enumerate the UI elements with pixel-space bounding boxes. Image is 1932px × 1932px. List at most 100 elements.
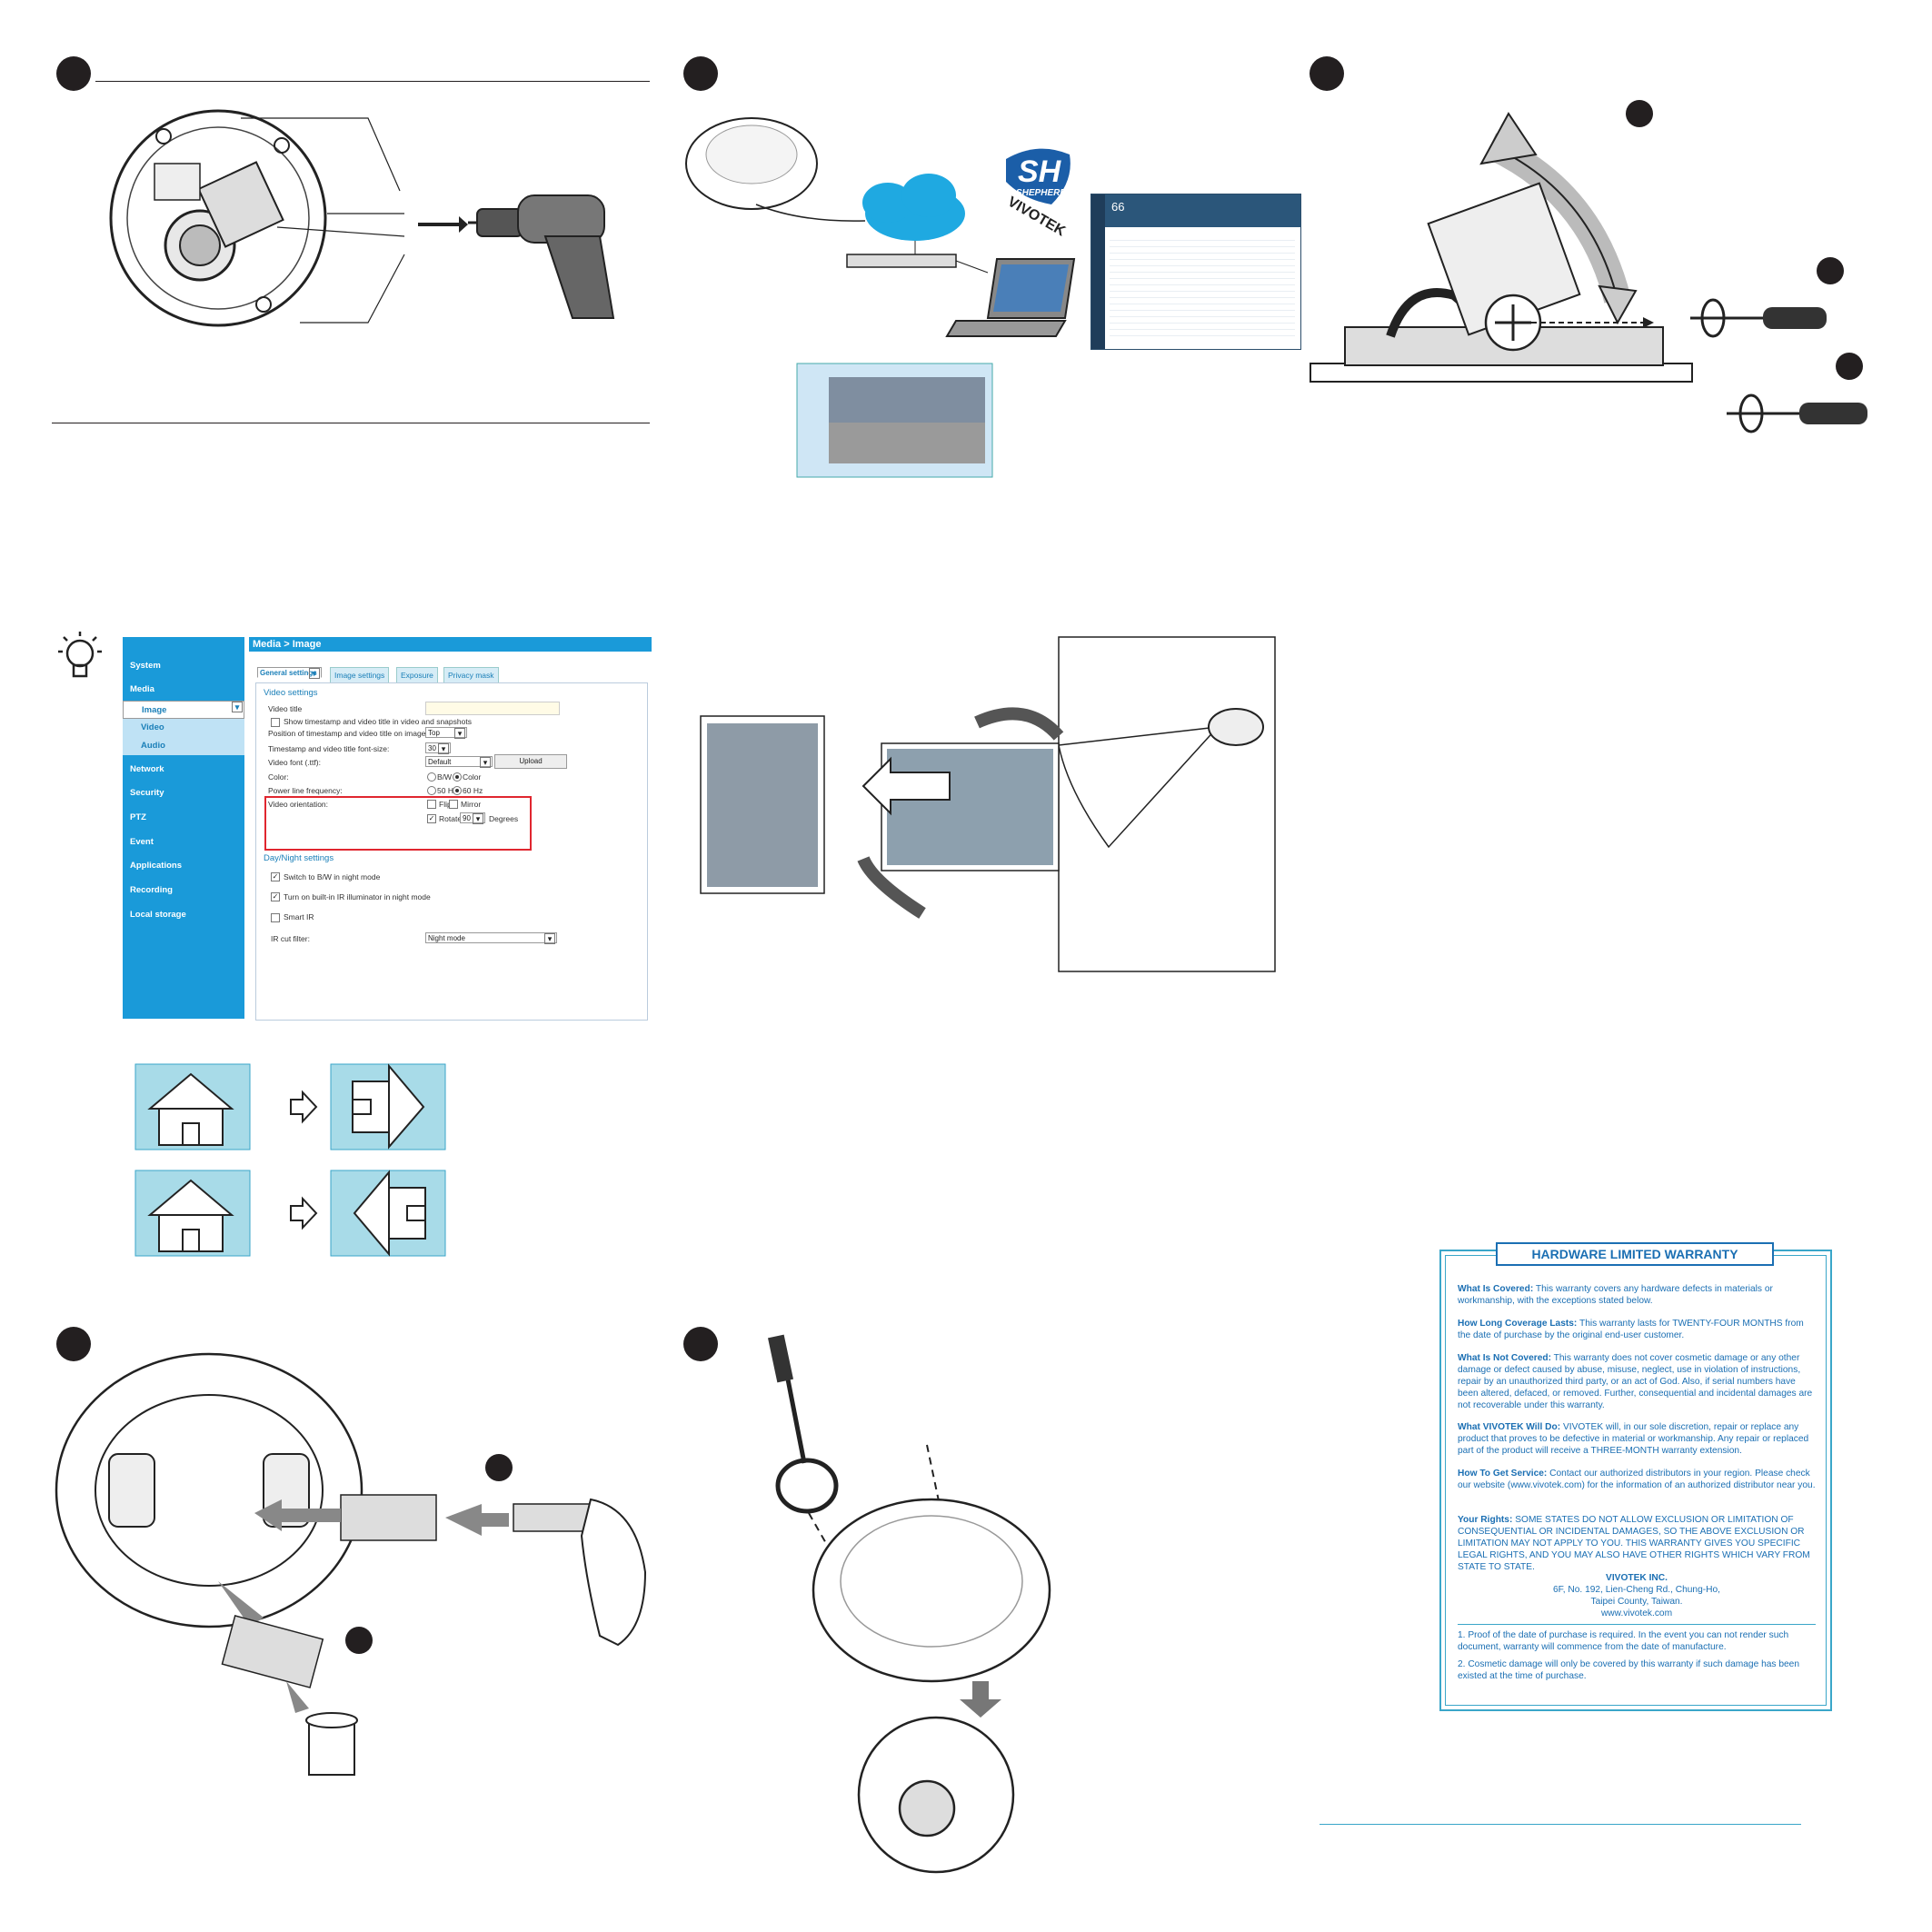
ir-cut-label: IR cut filter: [271,934,310,943]
shepherd-window: 66 [1090,194,1301,350]
sidebar-item-ptz[interactable]: PTZ [130,812,146,822]
rotate-select[interactable]: 90 [460,812,485,824]
video-title-input[interactable] [425,702,560,715]
sidebar-item-security[interactable]: Security [130,788,164,798]
rotate-checkbox[interactable]: ✓ [427,814,436,823]
degrees-label: Degrees [489,814,519,823]
network-diagram [685,117,1076,478]
orientation-highlight [264,796,532,851]
upload-button[interactable]: Upload [494,754,567,769]
image-settings-screenshot: System Media Image Video Audio Network S… [123,637,652,1021]
lightbulb-icon [58,632,102,678]
sub-step-marker [1817,257,1844,284]
video-title-label: Video title [268,704,303,713]
shepherd-logo-subtext: SHEPHERD [1016,188,1067,198]
shepherd-logo-icon [1006,148,1071,204]
orientation-examples [134,1063,446,1257]
flip-checkbox[interactable] [427,800,436,809]
divider [95,81,650,82]
smart-ir-checkbox[interactable] [271,913,280,922]
color-label: Color: [268,772,289,782]
corridor-view-illustration [700,636,1276,972]
step-marker [683,56,718,91]
warranty-rights: Your Rights: SOME STATES DO NOT ALLOW EX… [1458,1515,1810,1572]
sidebar-item-event[interactable]: Event [130,837,154,847]
position-select[interactable]: Top [425,727,467,739]
tab-general-settings[interactable]: General settings [257,667,322,679]
sidebar-item-system[interactable]: System [130,661,161,671]
warranty-covered: What Is Covered: This warranty covers an… [1458,1284,1773,1306]
power-60hz-label: 60 Hz [463,786,483,795]
font-size-label: Timestamp and video title font-size: [268,744,390,753]
power-60hz-radio[interactable] [453,786,462,795]
color-bw-radio[interactable] [427,772,436,782]
warranty-note-2: 2. Cosmetic damage will only be covered … [1458,1659,1799,1681]
font-select[interactable]: Default [425,756,493,768]
section-day-night: Day/Night settings [264,853,334,863]
color-color-label: Color [463,772,482,782]
shepherd-logo-text: SH [1018,154,1061,189]
sidebar-item-network[interactable]: Network [130,764,164,774]
show-timestamp-checkbox[interactable] [271,718,280,727]
position-label: Position of timestamp and video title on… [268,729,428,738]
sidebar-item-applications[interactable]: Applications [130,861,183,871]
power-line-label: Power line frequency: [268,786,343,795]
divider [1320,1824,1801,1825]
dome-cover-illustration [767,1334,1051,1874]
ir-cut-select[interactable]: Night mode [425,932,557,944]
sub-step-marker [1626,100,1653,127]
step-marker [56,1327,91,1361]
camera-base-screw-illustration [109,109,615,327]
desiccant-replacement-illustration [55,1352,647,1776]
tab-privacy-mask[interactable]: Privacy mask [443,667,499,683]
device-count: 66 [1111,200,1125,214]
switch-bw-label: Switch to B/W in night mode [284,872,381,881]
font-size-select[interactable]: 30 [425,742,451,754]
show-timestamp-label: Show timestamp and video title in video … [284,717,472,726]
step-marker [56,56,91,91]
warranty-will-do: What VIVOTEK Will Do: VIVOTEK will, in o… [1458,1422,1809,1456]
cloud-icon [862,174,965,241]
warranty-length: How Long Coverage Lasts: This warranty l… [1458,1319,1804,1340]
font-label: Video font (.ttf): [268,758,321,767]
sidebar-item-video[interactable]: Video [123,719,244,737]
orientation-label: Video orientation: [268,800,329,809]
breadcrumb: Media > Image [249,637,652,652]
smart-ir-label: Smart IR [284,912,314,921]
sidebar: System Media Image Video Audio Network S… [123,637,244,1019]
mirror-checkbox[interactable] [449,800,458,809]
screwdriver-icon [1727,393,1867,433]
ir-illuminator-checkbox[interactable]: ✓ [271,892,280,901]
warranty-title: HARDWARE LIMITED WARRANTY [1496,1242,1774,1266]
step-marker [683,1327,718,1361]
mount-rotation-illustration [1310,112,1867,433]
sidebar-item-media[interactable]: Media [130,684,154,694]
warranty-card: HARDWARE LIMITED WARRANTY What Is Covere… [1439,1242,1832,1711]
mirror-label: Mirror [461,800,482,809]
rotate-label: Rotate [439,814,463,823]
sidebar-item-local-storage[interactable]: Local storage [130,910,186,920]
warranty-web: www.vivotek.com [1600,1608,1673,1618]
tab-exposure[interactable]: Exposure [396,667,438,683]
sub-step-marker [1836,353,1863,380]
sidebar-item-recording[interactable]: Recording [130,885,173,895]
color-bw-label: B/W [437,772,453,782]
warranty-address-1: 6F, No. 192, Lien-Cheng Rd., Chung-Ho, [1552,1585,1721,1595]
section-video-settings: Video settings [264,688,318,698]
power-50hz-radio[interactable] [427,786,436,795]
tab-image-settings[interactable]: Image settings [330,667,390,683]
sidebar-item-audio[interactable]: Audio [123,737,244,755]
warranty-address-2: Taipei County, Taiwan. [1590,1597,1683,1607]
sub-step-marker [485,1454,513,1481]
sub-step-marker [345,1627,373,1654]
ir-illuminator-label: Turn on built-in IR illuminator in night… [284,892,431,901]
step-marker [1310,56,1344,91]
color-color-radio[interactable] [453,772,462,782]
screwdriver-icon [1690,298,1827,338]
warranty-service: How To Get Service: Contact our authoriz… [1458,1469,1816,1490]
flip-label: Flip [439,800,452,809]
power-50hz-label: 50 Hz [437,786,458,795]
trash-icon [305,1712,358,1776]
switch-bw-checkbox[interactable]: ✓ [271,872,280,881]
sidebar-item-image[interactable]: Image [123,701,244,719]
